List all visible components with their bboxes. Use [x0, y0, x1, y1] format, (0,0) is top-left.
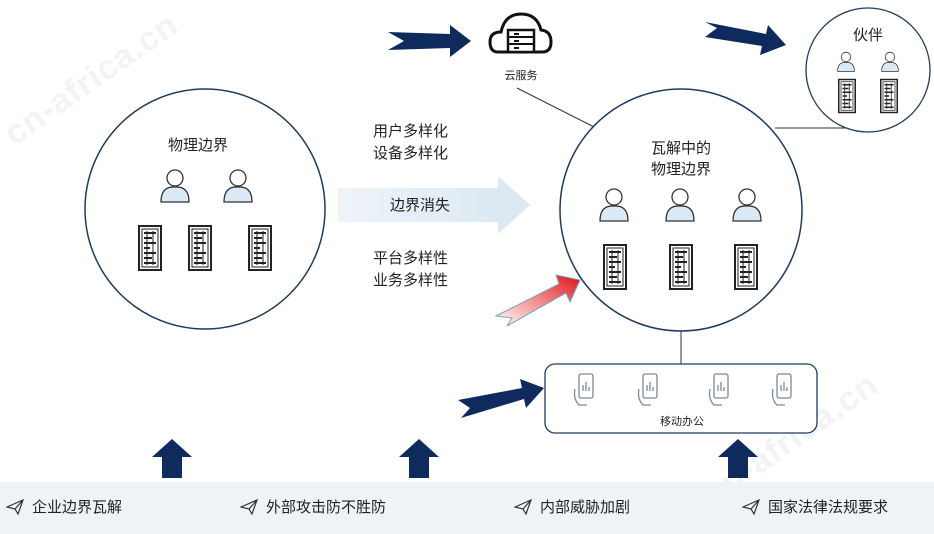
- partner-server-icon: [838, 78, 856, 114]
- bottom-item-label: 内部威胁加剧: [540, 499, 631, 516]
- bottom-item-label: 企业边界瓦解: [32, 499, 123, 516]
- bottom-item: 外部攻击防不胜防: [240, 496, 386, 517]
- cloud-icon: [488, 12, 553, 54]
- platform-diversity-text: 平台多样性: [373, 250, 449, 267]
- device-diversity-text: 设备多样化: [373, 145, 449, 162]
- server-icon: [734, 244, 758, 290]
- threat-arrow: [494, 274, 581, 327]
- arrow-to-mobile: [458, 379, 544, 418]
- cloud-connector-line: [516, 87, 597, 129]
- cloud-label: 云服务: [504, 70, 538, 82]
- up-arrow: [399, 439, 439, 478]
- arrow-to-cloud: [388, 25, 471, 57]
- bottom-item-label: 外部攻击防不胜防: [266, 499, 387, 516]
- paper-plane-icon: [240, 498, 258, 515]
- server-icon: [138, 225, 162, 271]
- bottom-item: 国家法律法规要求: [742, 496, 888, 517]
- partner-title: 伙伴: [853, 27, 884, 44]
- up-arrow: [718, 439, 758, 478]
- partner-circle: [805, 7, 931, 133]
- server-icon: [188, 225, 212, 271]
- physical-boundary-circle: [84, 88, 326, 330]
- arrow-to-partner: [705, 22, 786, 55]
- bottom-item: 内部威胁加剧: [514, 496, 630, 517]
- bottom-bar: [0, 482, 934, 534]
- paper-plane-icon: [514, 498, 532, 515]
- boundary-disappear-arrow: [338, 176, 530, 234]
- business-diversity-text: 业务多样性: [373, 272, 449, 289]
- paper-plane-icon: [742, 498, 760, 515]
- boundary-disappear-label: 边界消失: [390, 197, 451, 214]
- partner-server-icon: [880, 78, 898, 114]
- up-arrow: [152, 439, 192, 478]
- right-circle-title-line2: 物理边界: [650, 161, 711, 178]
- server-icon: [669, 244, 693, 290]
- left-circle-title: 物理边界: [168, 137, 229, 154]
- user-diversity-text: 用户多样化: [373, 123, 449, 140]
- right-circle-title-line1: 瓦解中的: [650, 140, 711, 157]
- mobile-office-label: 移动办公: [660, 416, 704, 428]
- bottom-item: 企业边界瓦解: [6, 496, 122, 517]
- bottom-item-label: 国家法律法规要求: [768, 499, 889, 516]
- paper-plane-icon: [6, 498, 24, 515]
- mobile-office-box: [544, 363, 818, 434]
- server-icon: [603, 244, 627, 290]
- server-icon: [248, 225, 272, 271]
